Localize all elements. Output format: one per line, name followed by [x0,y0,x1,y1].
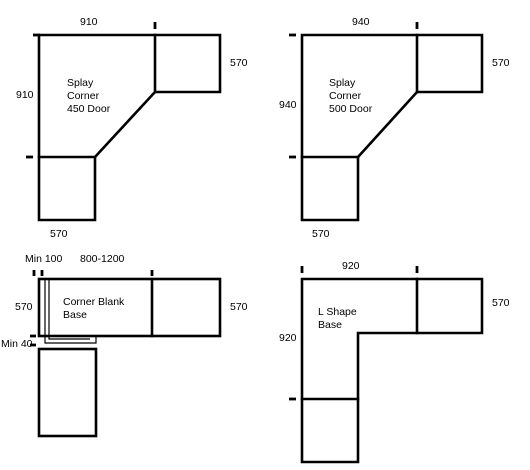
corner-blank-label-line-2: Base [63,309,87,321]
splay-500-label-line-3: 500 Door [329,103,373,115]
corner-blank-label-line-1: Corner Blank [63,296,125,308]
corner-blank-top-run [37,277,222,338]
splay-450-left-height: 910 [16,89,34,101]
splay-corner-500-diagram: 940 940 570 570 Splay Corner 500 Door [279,16,510,240]
l-shape-label-line-2: Base [318,319,342,331]
splay-450-top-width: 910 [80,16,98,28]
l-shape-right-depth: 570 [492,297,510,309]
splay-corner-450-diagram: 910 910 570 570 Splay Corner 450 Door [16,16,248,240]
l-shape-base-diagram: 920 920 570 L Shape Base [279,260,510,464]
splay-450-label-line-3: 450 Door [67,103,111,115]
splay-450-label-line-1: Splay [67,77,94,89]
corner-blank-range: 800-1200 [80,253,125,265]
corner-blank-filler-outer [44,279,97,344]
splay-500-left-height: 940 [279,99,297,111]
corner-blank-left-depth: 570 [15,301,33,313]
splay-450-label-line-2: Corner [67,90,100,102]
splay-500-bottom-depth: 570 [312,228,330,240]
splay-500-right-depth: 570 [492,57,510,69]
splay-500-outline [300,33,484,222]
corner-blank-right-depth: 570 [230,301,248,313]
splay-500-label-line-2: Corner [329,90,362,102]
splay-500-top-width: 940 [352,16,370,28]
l-shape-left-height: 920 [279,332,297,344]
splay-500-label-line-1: Splay [329,77,356,89]
corner-blank-filler-inner [48,279,90,340]
l-shape-top-width: 920 [342,260,360,272]
corner-blank-bottom-cabinet [37,347,98,438]
splay-450-right-depth: 570 [230,57,248,69]
l-shape-label-line-1: L Shape [318,306,357,318]
splay-450-outline [37,33,222,222]
l-shape-outline [300,277,484,464]
corner-blank-min-side: Min 40 [1,338,33,350]
corner-blank-min-top: Min 100 [25,253,63,265]
corner-blank-base-diagram: Min 100 800-1200 570 570 Min 40 Corner B… [1,253,248,438]
splay-450-bottom-depth: 570 [50,228,68,240]
